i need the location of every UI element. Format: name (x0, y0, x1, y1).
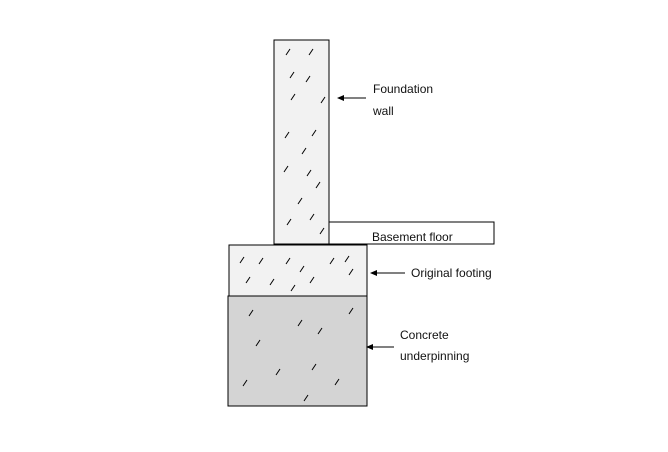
foundation-wall-label-line2: wall (373, 104, 394, 118)
underpinning-label-line2: underpinning (400, 349, 470, 363)
original-footing-label: Original footing (411, 266, 492, 280)
original-footing (228, 244, 368, 297)
foundation-wall-label-line1: Foundation (373, 82, 434, 96)
underpinning-label-line1: Concrete (400, 328, 449, 342)
wall-hatching (283, 48, 326, 235)
foundation-wall (273, 39, 330, 245)
basement-floor-label: Basement floor (372, 230, 453, 244)
underpinning-hatching (242, 307, 354, 402)
concrete-underpinning (227, 295, 368, 407)
footing-hatching (239, 255, 354, 292)
